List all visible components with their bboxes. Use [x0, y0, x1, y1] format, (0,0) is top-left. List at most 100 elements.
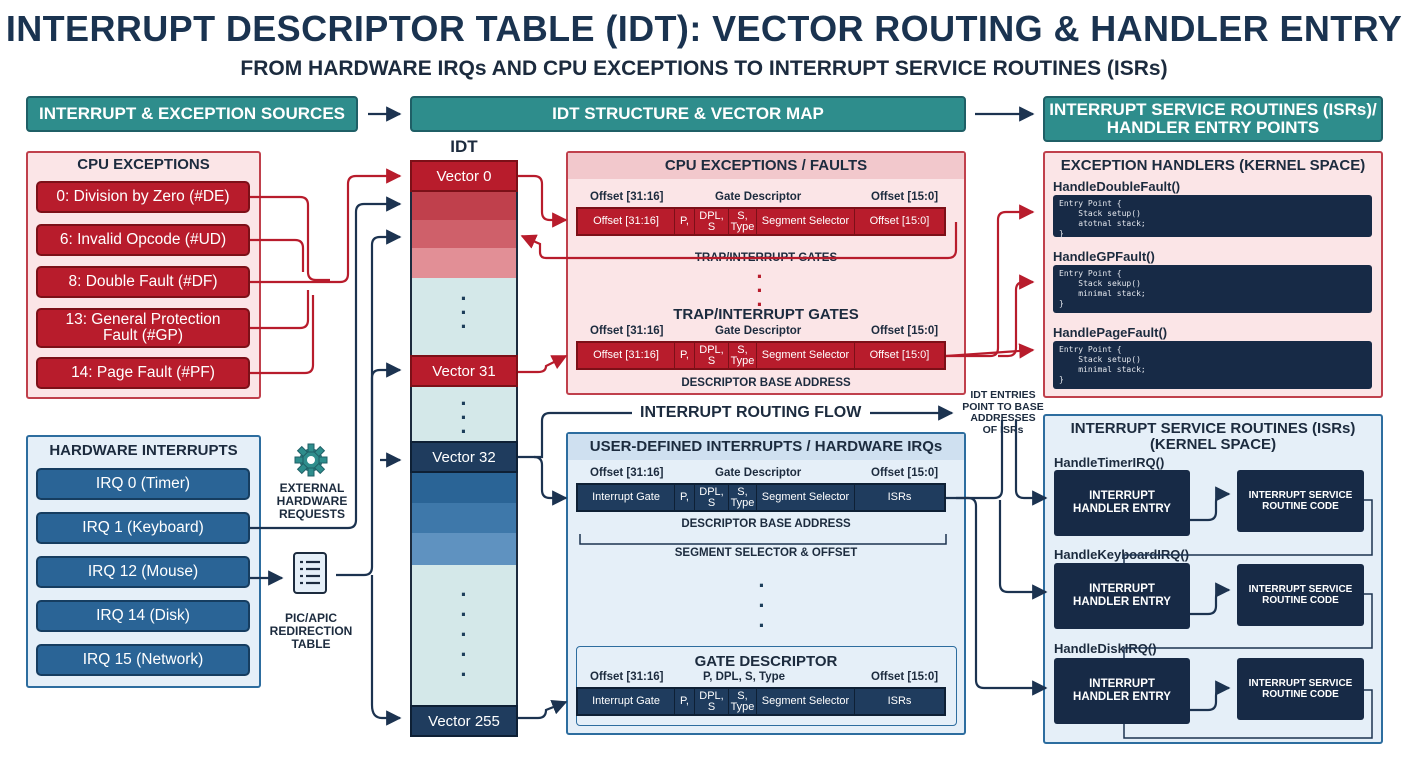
- field-offset-lo-label: Offset [15:0]: [871, 191, 939, 203]
- pic-apic-label: PIC/APIC REDIRECTION TABLE: [269, 611, 353, 652]
- handler-code: Entry Point { Stack sekup() minimal stac…: [1053, 265, 1372, 313]
- gate-descriptor-row: Offset [31:16] P, DPL, S S, Type Segment…: [576, 207, 946, 236]
- user-defined-title-band: [568, 434, 964, 460]
- routine-line: INTERRUPT SERVICE: [1248, 489, 1353, 501]
- irq-item: IRQ 0 (Timer): [36, 468, 250, 500]
- descriptor-base-label: DESCRIPTOR BASE ADDRESS: [681, 377, 851, 389]
- connector-line: [250, 195, 330, 282]
- isr-routine-code: INTERRUPT SERVICE ROUTINE CODE: [1237, 658, 1364, 720]
- idt-entry: [412, 192, 516, 220]
- entry-line: INTERRUPT: [1089, 582, 1155, 595]
- irq-item: IRQ 15 (Network): [36, 644, 250, 676]
- connector-line: [330, 168, 402, 284]
- diagram-subtitle: FROM HARDWARE IRQs AND CPU EXCEPTIONS TO…: [240, 57, 1168, 80]
- idt-ellipsis: ···: [460, 286, 468, 339]
- isr-routine-code: INTERRUPT SERVICE ROUTINE CODE: [1237, 564, 1364, 626]
- exception-handlers-title: EXCEPTION HANDLERS (KERNEL SPACE): [1060, 157, 1366, 174]
- irq-item: IRQ 12 (Mouse): [36, 556, 250, 588]
- gate-descriptor-title: GATE DESCRIPTOR: [694, 653, 838, 670]
- connector-line: [250, 196, 402, 530]
- diagram-title: INTERRUPT DESCRIPTOR TABLE (IDT): VECTOR…: [5, 8, 1403, 49]
- field-offset-hi: Offset [31:16]: [593, 215, 659, 227]
- field-offset-hi-label: Offset [31:16]: [590, 671, 664, 683]
- field-offset-hi-label: Offset [31:16]: [590, 191, 664, 203]
- descriptor-base-label: DESCRIPTOR BASE ADDRESS: [681, 518, 851, 530]
- connector-line: [998, 274, 1035, 358]
- field-isrs: ISRs: [854, 485, 944, 510]
- trap-gates-label: TRAP/INTERRUPT GATES: [694, 252, 838, 264]
- connector-line: [518, 174, 568, 228]
- field-dpl: DPL, S: [694, 343, 728, 368]
- routine-line: ROUTINE CODE: [1262, 595, 1339, 606]
- idt-entry: [412, 503, 516, 533]
- field-stype: S, Type: [728, 485, 756, 510]
- trap-gates-title: TRAP/INTERRUPT GATES: [673, 306, 859, 323]
- entry-line: INTERRUPT: [1089, 677, 1155, 690]
- field-gate-descriptor-label: Gate Descriptor: [715, 191, 802, 203]
- idt-ellipsis: ·····: [460, 582, 468, 687]
- field-offset-lo-label: Offset [15:0]: [871, 325, 939, 337]
- field-p: P,: [674, 689, 694, 714]
- idt-entry: [412, 220, 516, 248]
- field-stype: S, Type: [728, 209, 756, 234]
- exception-item: 0: Division by Zero (#DE): [36, 181, 250, 213]
- entry-line: HANDLER ENTRY: [1073, 691, 1171, 703]
- field-interrupt-gate: Interrupt Gate: [592, 695, 660, 707]
- connector-line: [370, 362, 402, 470]
- exception-item: 8: Double Fault (#DF): [36, 266, 250, 298]
- field-offset-lo-label: Offset [15:0]: [871, 671, 939, 683]
- entry-line: INTERRUPT: [1089, 489, 1155, 502]
- field-offset-hi-label: Offset [31:16]: [590, 325, 664, 337]
- field-gate-descriptor-label: Gate Descriptor: [715, 467, 802, 479]
- isr-handler-name: HandleKeyboardIRQ(): [1054, 547, 1190, 562]
- connector-line: [518, 455, 568, 506]
- routine-line: INTERRUPT SERVICE: [1248, 677, 1353, 689]
- field-selector: Segment Selector: [756, 209, 854, 234]
- idt-vector-31: Vector 31: [410, 355, 518, 387]
- idt-entries-note: IDT ENTRIES POINT TO BASE ADDRESSES OF I…: [962, 389, 1044, 436]
- idt-entry: [412, 248, 516, 278]
- user-defined-panel: [566, 432, 966, 735]
- connector-line: [370, 575, 402, 726]
- idt-entry: [412, 533, 516, 565]
- isr-kernel-title: INTERRUPT SERVICE ROUTINES (ISRs): [1070, 420, 1356, 437]
- routing-flow-label: INTERRUPT ROUTING FLOW: [640, 404, 862, 421]
- connector-line: [518, 355, 568, 374]
- idt-ellipsis: ···: [460, 391, 468, 444]
- field-isrs: ISRs: [854, 689, 944, 714]
- connector-line: [956, 496, 1048, 696]
- idt-entry: [412, 473, 516, 503]
- field-offset-hi: Offset [31:16]: [593, 349, 659, 361]
- exception-item: 14: Page Fault (#PF): [36, 357, 250, 389]
- handler-name: HandlePageFault(): [1053, 325, 1168, 340]
- field-dpl: DPL, S: [694, 689, 728, 714]
- routine-line: INTERRUPT SERVICE: [1248, 583, 1353, 595]
- handler-name: HandleDoubleFault(): [1053, 179, 1181, 194]
- isr-routine-code: INTERRUPT SERVICE ROUTINE CODE: [1237, 470, 1364, 532]
- gate-descriptor-row: Interrupt Gate P, DPL, S S, Type Segment…: [576, 687, 946, 716]
- field-p: P,: [674, 209, 694, 234]
- gear-icon: [294, 443, 328, 477]
- connector-line: [998, 500, 1048, 600]
- field-offset-lo: Offset [15:0]: [854, 343, 944, 368]
- field-selector: Segment Selector: [756, 689, 854, 714]
- interrupt-handler-entry: INTERRUPT HANDLER ENTRY: [1054, 470, 1190, 536]
- header-idt-map: IDT STRUCTURE & VECTOR MAP: [410, 96, 966, 132]
- routine-line: ROUTINE CODE: [1262, 501, 1339, 512]
- isr-kernel-subtitle: (KERNEL SPACE): [1149, 436, 1277, 453]
- field-offset-lo: Offset [15:0]: [854, 209, 944, 234]
- field-dpl: DPL, S: [694, 209, 728, 234]
- idt-vector-255: Vector 255: [410, 705, 518, 737]
- handler-name: HandleGPFault(): [1053, 249, 1155, 264]
- header-isr: INTERRUPT SERVICE ROUTINES (ISRs)/ HANDL…: [1043, 96, 1383, 142]
- field-p: P,: [674, 485, 694, 510]
- idt-label: IDT: [450, 137, 478, 156]
- connector-line: [336, 229, 402, 577]
- cpu-faults-title: CPU EXCEPTIONS / FAULTS: [664, 157, 868, 174]
- routine-line: ROUTINE CODE: [1262, 689, 1339, 700]
- user-defined-title: USER-DEFINED INTERRUPTS / HARDWARE IRQs: [589, 438, 943, 455]
- field-dpl: DPL, S: [694, 485, 728, 510]
- field-selector: Segment Selector: [756, 343, 854, 368]
- field-p-dpl-s-type-label: P, DPL, S, Type: [703, 671, 786, 683]
- handler-code: Entry Point { Stack setup() minimal stac…: [1053, 341, 1372, 389]
